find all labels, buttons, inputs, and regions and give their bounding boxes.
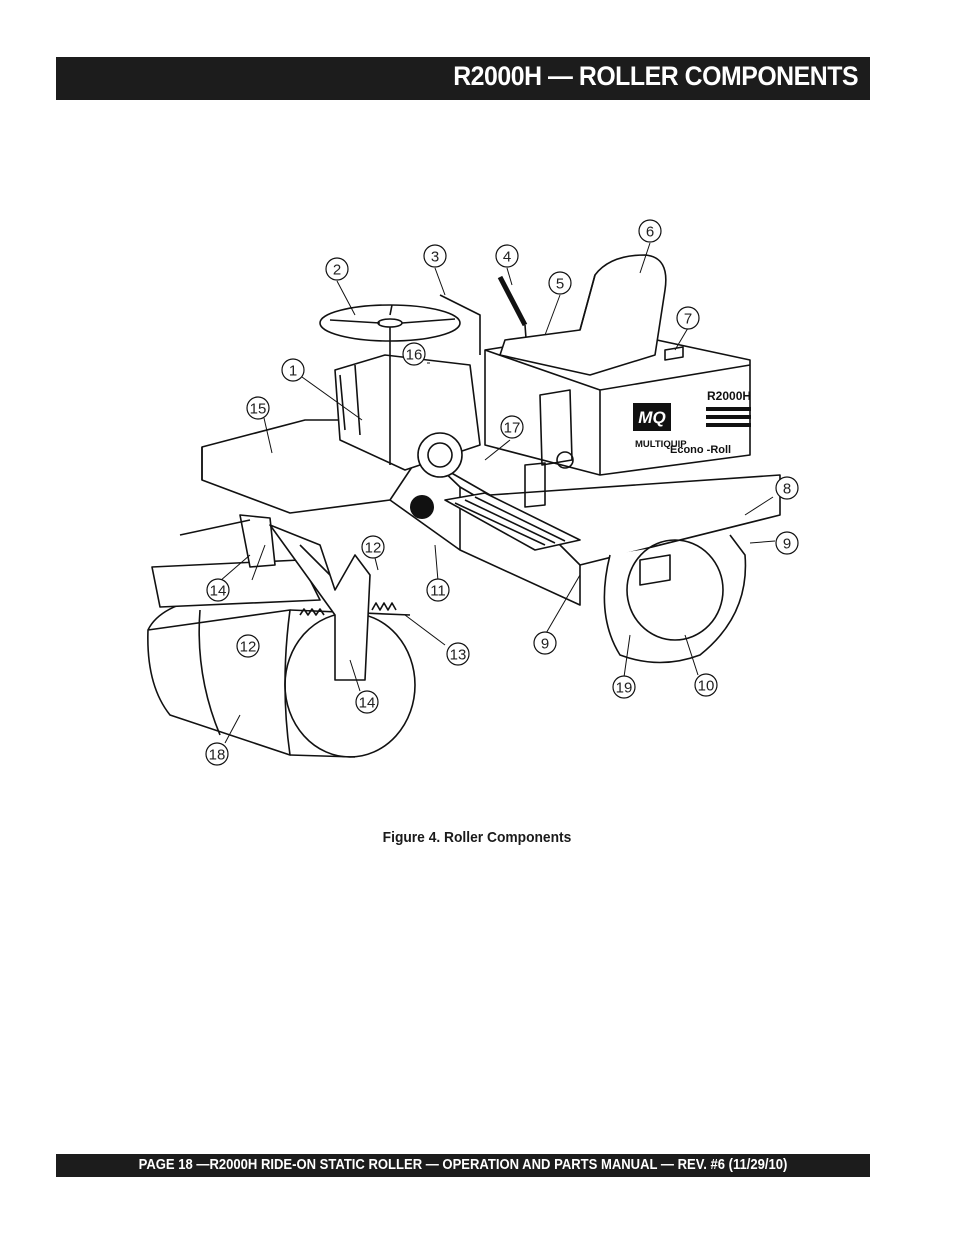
- callout-12-upper: 12: [361, 535, 385, 559]
- callout-9-right: 9: [775, 531, 799, 555]
- engine: [334, 354, 481, 478]
- callout-12-left: 12: [236, 634, 260, 658]
- callout-14-lower: 14: [355, 690, 379, 714]
- svg-text:5: 5: [556, 276, 564, 293]
- svg-text:19: 19: [616, 680, 633, 697]
- model-label: R2000H: [707, 389, 751, 403]
- svg-text:17: 17: [504, 420, 521, 437]
- svg-text:9: 9: [541, 636, 549, 653]
- rear-drum: [603, 534, 747, 664]
- callout-11: 11: [426, 578, 450, 602]
- svg-text:12: 12: [365, 540, 382, 557]
- front-yoke: [151, 514, 371, 681]
- callout-6: 6: [638, 219, 662, 243]
- steering: [319, 304, 461, 465]
- page-title: R2000H — ROLLER COMPONENTS: [453, 61, 858, 91]
- callout-4: 4: [495, 244, 519, 268]
- callout-16: 16: [402, 342, 426, 366]
- callout-10: 10: [694, 673, 718, 697]
- svg-text:2: 2: [333, 262, 341, 279]
- svg-text:18: 18: [209, 747, 226, 764]
- callout-15: 15: [246, 396, 270, 420]
- svg-text:10: 10: [698, 678, 715, 695]
- front-drum: [147, 596, 416, 758]
- mq-logo-text: MQ: [638, 408, 665, 427]
- callout-3: 3: [423, 244, 447, 268]
- mq-logo: [633, 403, 671, 431]
- callout-5: 5: [548, 271, 572, 295]
- callout-18: 18: [205, 742, 229, 766]
- callout-14-left: 14: [206, 578, 230, 602]
- spring-left: [299, 608, 325, 616]
- svg-text:3: 3: [431, 249, 439, 266]
- svg-text:13: 13: [450, 647, 467, 664]
- callout-9-lower: 9: [533, 631, 557, 655]
- svg-text:11: 11: [430, 583, 446, 600]
- callout-17: 17: [500, 415, 524, 439]
- rotation-decal-icon: [410, 495, 434, 519]
- header-bar: R2000H — ROLLER COMPONENTS: [56, 57, 870, 100]
- roller-components-figure: MQ MULTIQUIP R2000H Econo -Roll: [140, 215, 820, 785]
- footer-bar: PAGE 18 —R2000H RIDE-ON STATIC ROLLER — …: [56, 1154, 870, 1177]
- step-grating: [444, 492, 581, 551]
- brand-decal: MQ MULTIQUIP R2000H Econo -Roll: [410, 389, 751, 519]
- callouts: 1 2 3 4 5 6 7 8 9 9 10 11 12 12 13 14 14…: [205, 219, 799, 766]
- svg-text:4: 4: [503, 249, 511, 266]
- operator-seat: [499, 254, 667, 376]
- svg-text:1: 1: [289, 363, 297, 380]
- spring-right: [371, 602, 397, 611]
- svg-text:7: 7: [684, 311, 692, 328]
- callout-2: 2: [325, 257, 349, 281]
- footer-text: PAGE 18 —R2000H RIDE-ON STATIC ROLLER — …: [138, 1157, 788, 1173]
- leader-lines: [219, 242, 776, 744]
- roller-illustration: MQ MULTIQUIP R2000H Econo -Roll: [147, 219, 799, 766]
- callout-7: 7: [676, 306, 700, 330]
- callout-8: 8: [775, 476, 799, 500]
- svg-text:15: 15: [250, 401, 267, 418]
- svg-text:8: 8: [783, 481, 791, 498]
- callout-1: 1: [281, 358, 305, 382]
- svg-text:6: 6: [646, 224, 654, 241]
- svg-text:14: 14: [359, 695, 376, 712]
- svg-text:9: 9: [783, 536, 791, 553]
- fuel-cap: [664, 346, 684, 361]
- svg-text:12: 12: [240, 639, 257, 656]
- figure-caption: Figure 4. Roller Components: [382, 829, 572, 846]
- callout-19: 19: [612, 675, 636, 699]
- svg-text:16: 16: [406, 347, 423, 364]
- callout-13: 13: [446, 642, 470, 666]
- svg-text:14: 14: [210, 583, 227, 600]
- brand-label: MULTIQUIP: [635, 439, 687, 450]
- series-label: Econo -Roll: [670, 444, 731, 456]
